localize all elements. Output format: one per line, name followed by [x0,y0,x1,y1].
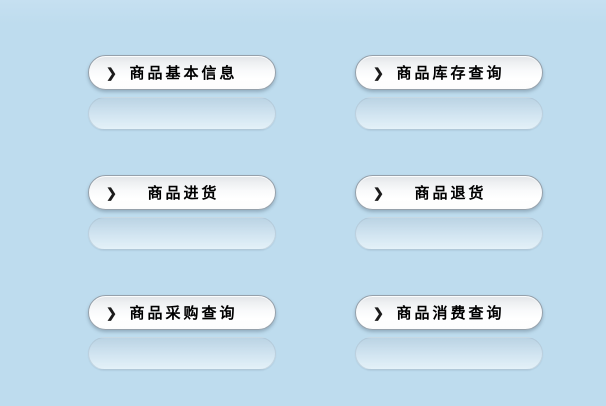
button-label: 商品基本信息 [129,65,238,82]
chevron-right-icon: ❯ [106,185,117,200]
button-product-return[interactable]: ❯ 商品退货 [355,175,543,210]
button-reflection [355,217,543,250]
menu-cell-consumption-query: ❯ 商品消费查询 [355,295,543,370]
button-label: 商品采购查询 [129,305,238,322]
button-product-purchase-query[interactable]: ❯ 商品采购查询 [88,295,276,330]
button-product-consumption-query[interactable]: ❯ 商品消费查询 [355,295,543,330]
chevron-right-icon: ❯ [373,305,384,320]
button-reflection [355,337,543,370]
chevron-right-icon: ❯ [373,65,384,80]
chevron-right-icon: ❯ [106,65,117,80]
chevron-right-icon: ❯ [373,185,384,200]
menu-cell-purchase-query: ❯ 商品采购查询 [88,295,276,370]
button-reflection [88,337,276,370]
button-product-stock-in[interactable]: ❯ 商品进货 [88,175,276,210]
button-product-basic-info[interactable]: ❯ 商品基本信息 [88,55,276,90]
button-reflection [355,97,543,130]
chevron-right-icon: ❯ [106,305,117,320]
button-label: 商品进货 [147,185,220,202]
menu-cell-basic-info: ❯ 商品基本信息 [88,55,276,130]
button-reflection [88,217,276,250]
menu-cell-return: ❯ 商品退货 [355,175,543,250]
button-label: 商品消费查询 [396,305,505,322]
menu-cell-inventory-query: ❯ 商品库存查询 [355,55,543,130]
button-label: 商品库存查询 [396,65,505,82]
button-product-inventory-query[interactable]: ❯ 商品库存查询 [355,55,543,90]
button-label: 商品退货 [414,185,487,202]
button-reflection [88,97,276,130]
menu-cell-stock-in: ❯ 商品进货 [88,175,276,250]
